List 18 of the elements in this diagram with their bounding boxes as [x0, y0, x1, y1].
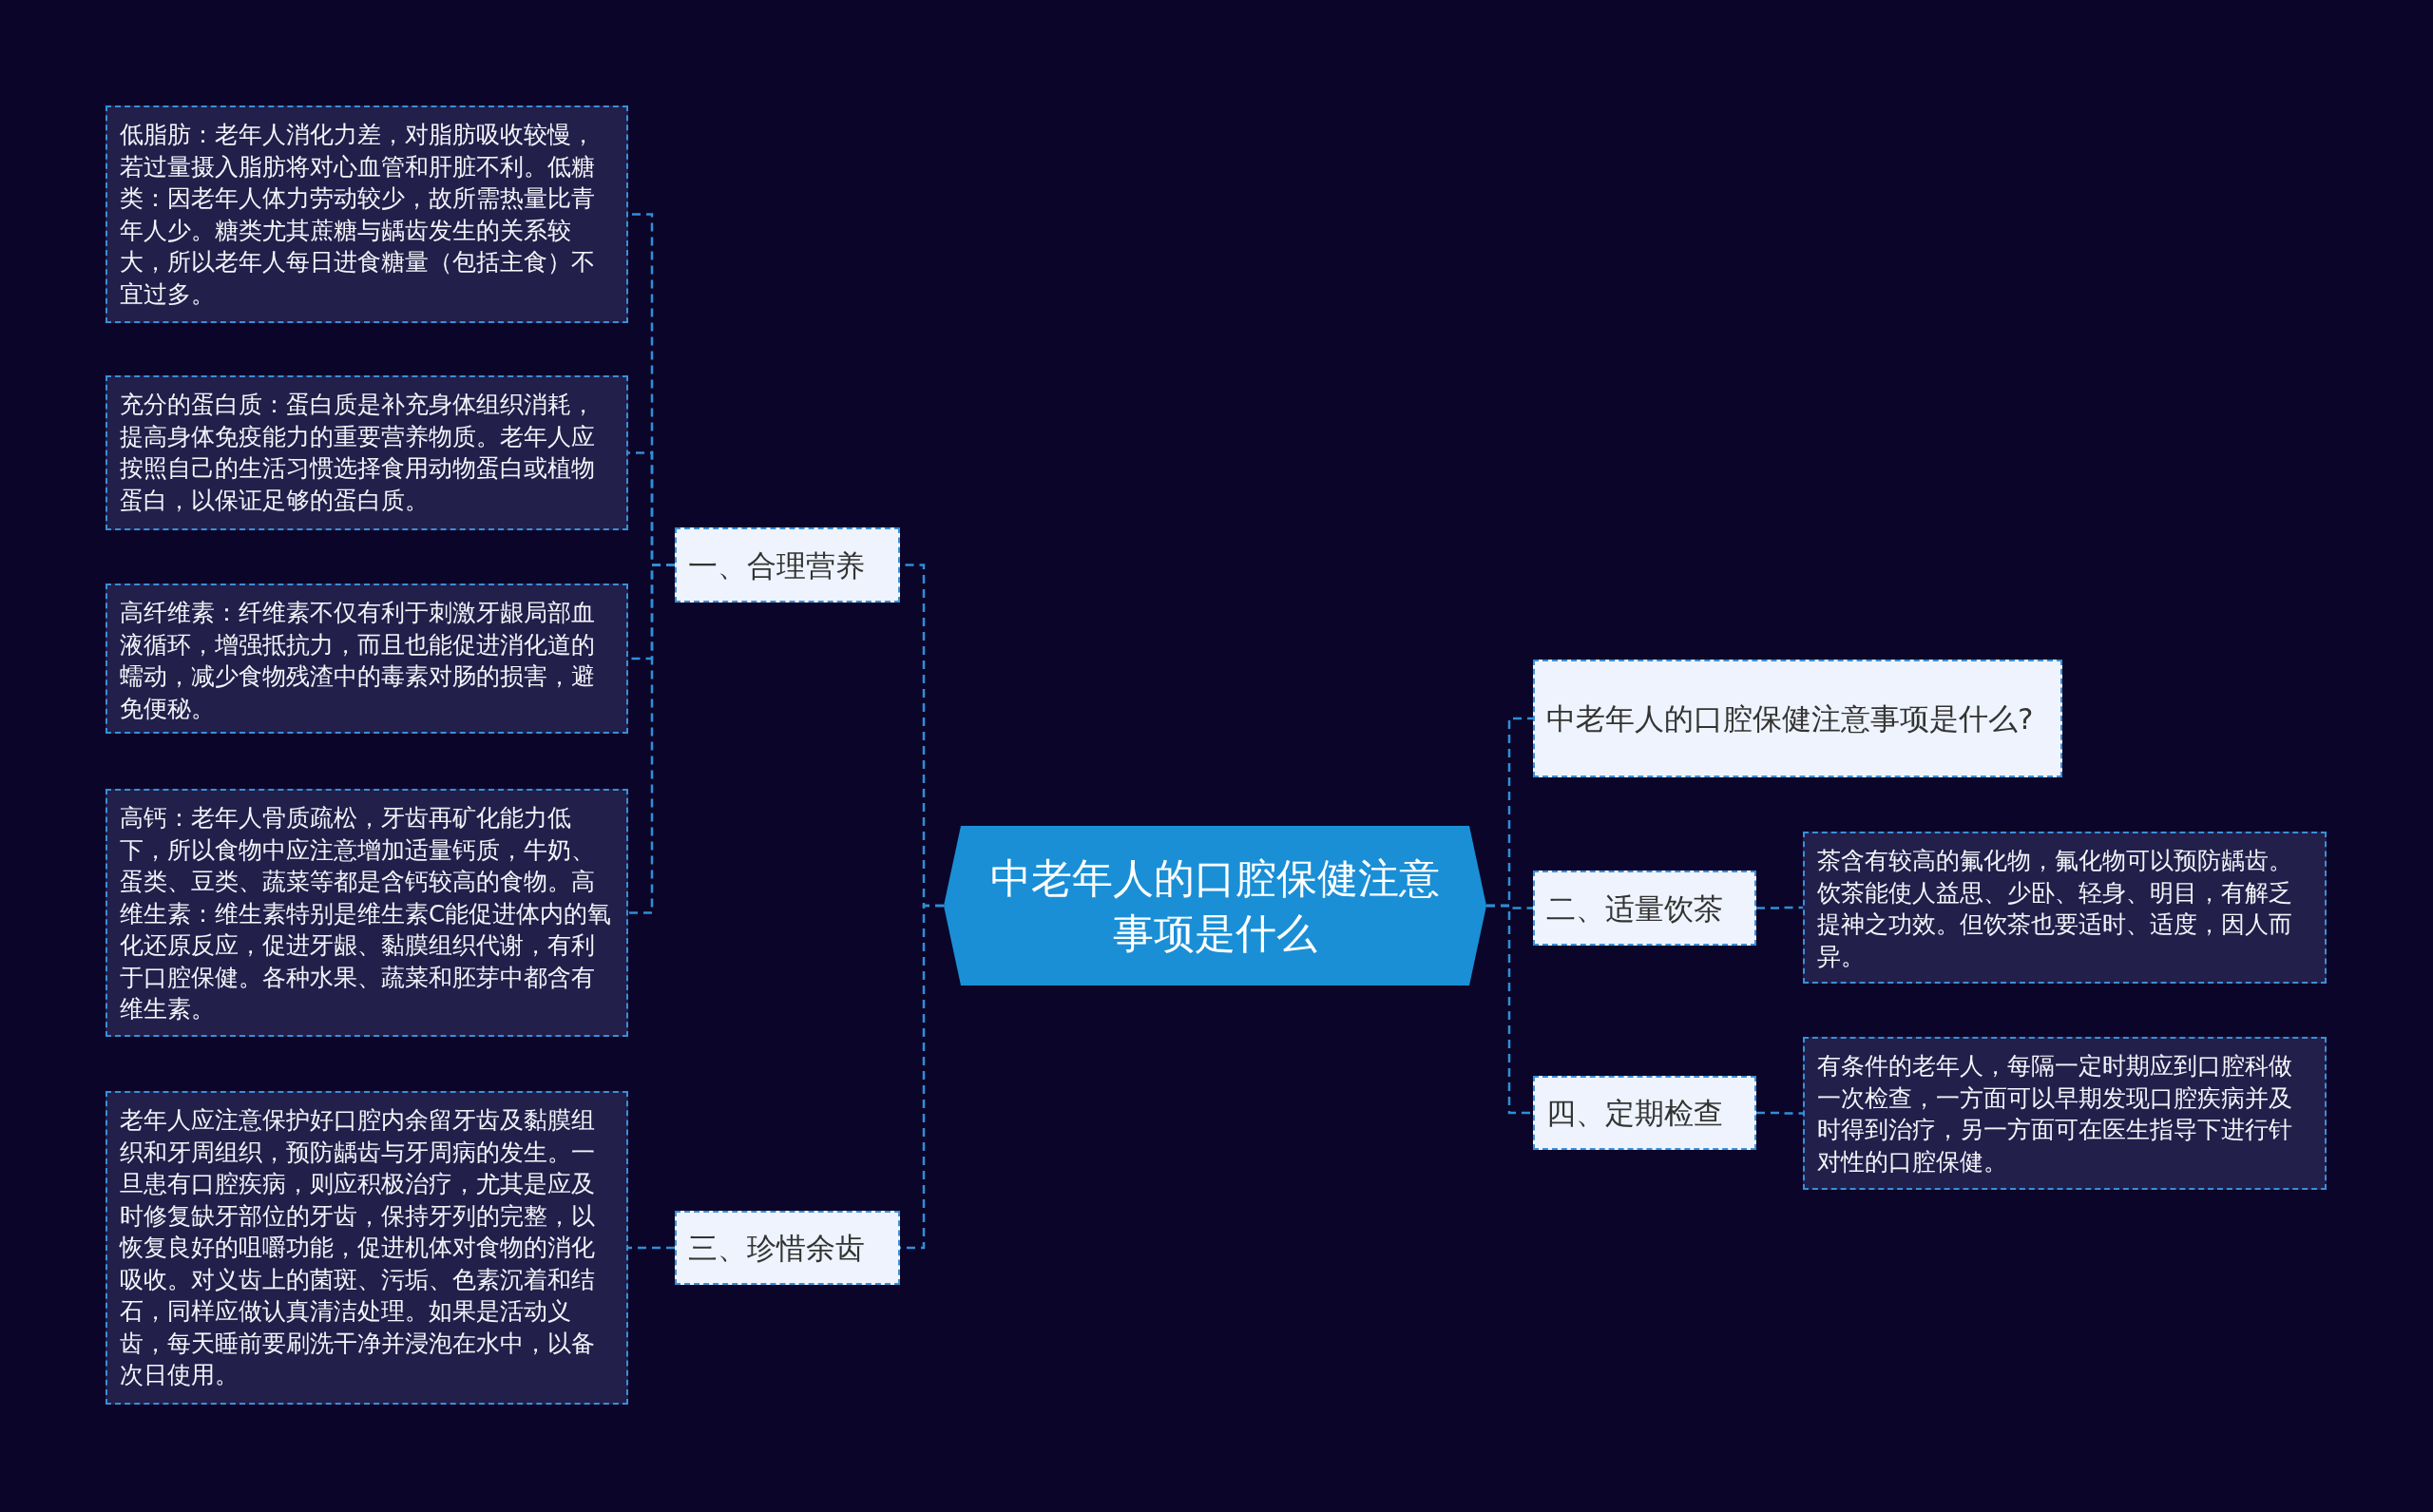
note-box: 低脂肪：老年人消化力差，对脂肪吸收较慢，若过量摄入脂肪将对心血管和肝脏不利。低糖类：因老年人体力劳动较少，故所需热量比青年人少。糖类尤其蔗糖与龋齿发生的关系较大，所以老年人每日进食糖量（包括主食）不宜过多。	[105, 105, 628, 323]
note-box: 高钙：老年人骨质疏松，牙齿再矿化能力低下，所以食物中应注意增加适量钙质，牛奶、蛋类、豆类、蔬菜等都是含钙较高的食物。高维生素：维生素特别是维生素C能促进体内的氧化还原反应，促进牙龈、黏膜组织代谢，有利于口腔保健。各种水果、蔬菜和胚芽中都含有维生素。	[105, 789, 628, 1037]
central-topic: 中老年人的口腔保健注意事项是什么	[944, 826, 1486, 986]
topic-box: 二、适量饮茶	[1533, 871, 1756, 946]
note-box: 老年人应注意保护好口腔内余留牙齿及黏膜组织和牙周组织，预防龋齿与牙周病的发生。一旦患有口腔疾病，则应积极治疗，尤其是应及时修复缺牙部位的牙齿，保持牙列的完整，以恢复良好的咀嚼功能，促进机体对食物的消化吸收。对义齿上的菌斑、污垢、色素沉着和结石，同样应做认真清洁处理。如果是活动义齿，每天睡前要刷洗干净并浸泡在水中，以备次日使用。	[105, 1091, 628, 1405]
note-box: 有条件的老年人，每隔一定时期应到口腔科做一次检查，一方面可以早期发现口腔疾病并及时得到治疗，另一方面可在医生指导下进行针对性的口腔保健。	[1803, 1037, 2327, 1190]
topic-box: 四、定期检查	[1533, 1076, 1756, 1150]
topic-box: 三、珍惜余齿	[675, 1211, 900, 1285]
connector-line	[1756, 906, 1803, 909]
topic-box: 一、合理营养	[675, 527, 900, 603]
note-box: 充分的蛋白质：蛋白质是补充身体组织消耗，提高身体免疫能力的重要营养物质。老年人应按照自己的生活习惯选择食用动物蛋白或植物蛋白，以保证足够的蛋白质。	[105, 375, 628, 530]
connector-line	[1486, 904, 1533, 1115]
note-box: 茶含有较高的氟化物，氟化物可以预防龋齿。饮茶能使人益思、少卧、轻身、明目，有解乏提神之功效。但饮茶也要适时、适度，因人而异。	[1803, 832, 2327, 984]
topic-box: 中老年人的口腔保健注意事项是什么?	[1533, 660, 2062, 777]
connector-line	[628, 564, 675, 914]
connector-line	[1756, 1111, 1803, 1115]
connector-line	[628, 1246, 675, 1250]
note-box: 高纤维素：纤维素不仅有利于刺激牙龈局部血液循环，增强抵抗力，而且也能促进消化道的蠕动，减少食物残渣中的毒素对肠的损害，避免便秘。	[105, 584, 628, 734]
